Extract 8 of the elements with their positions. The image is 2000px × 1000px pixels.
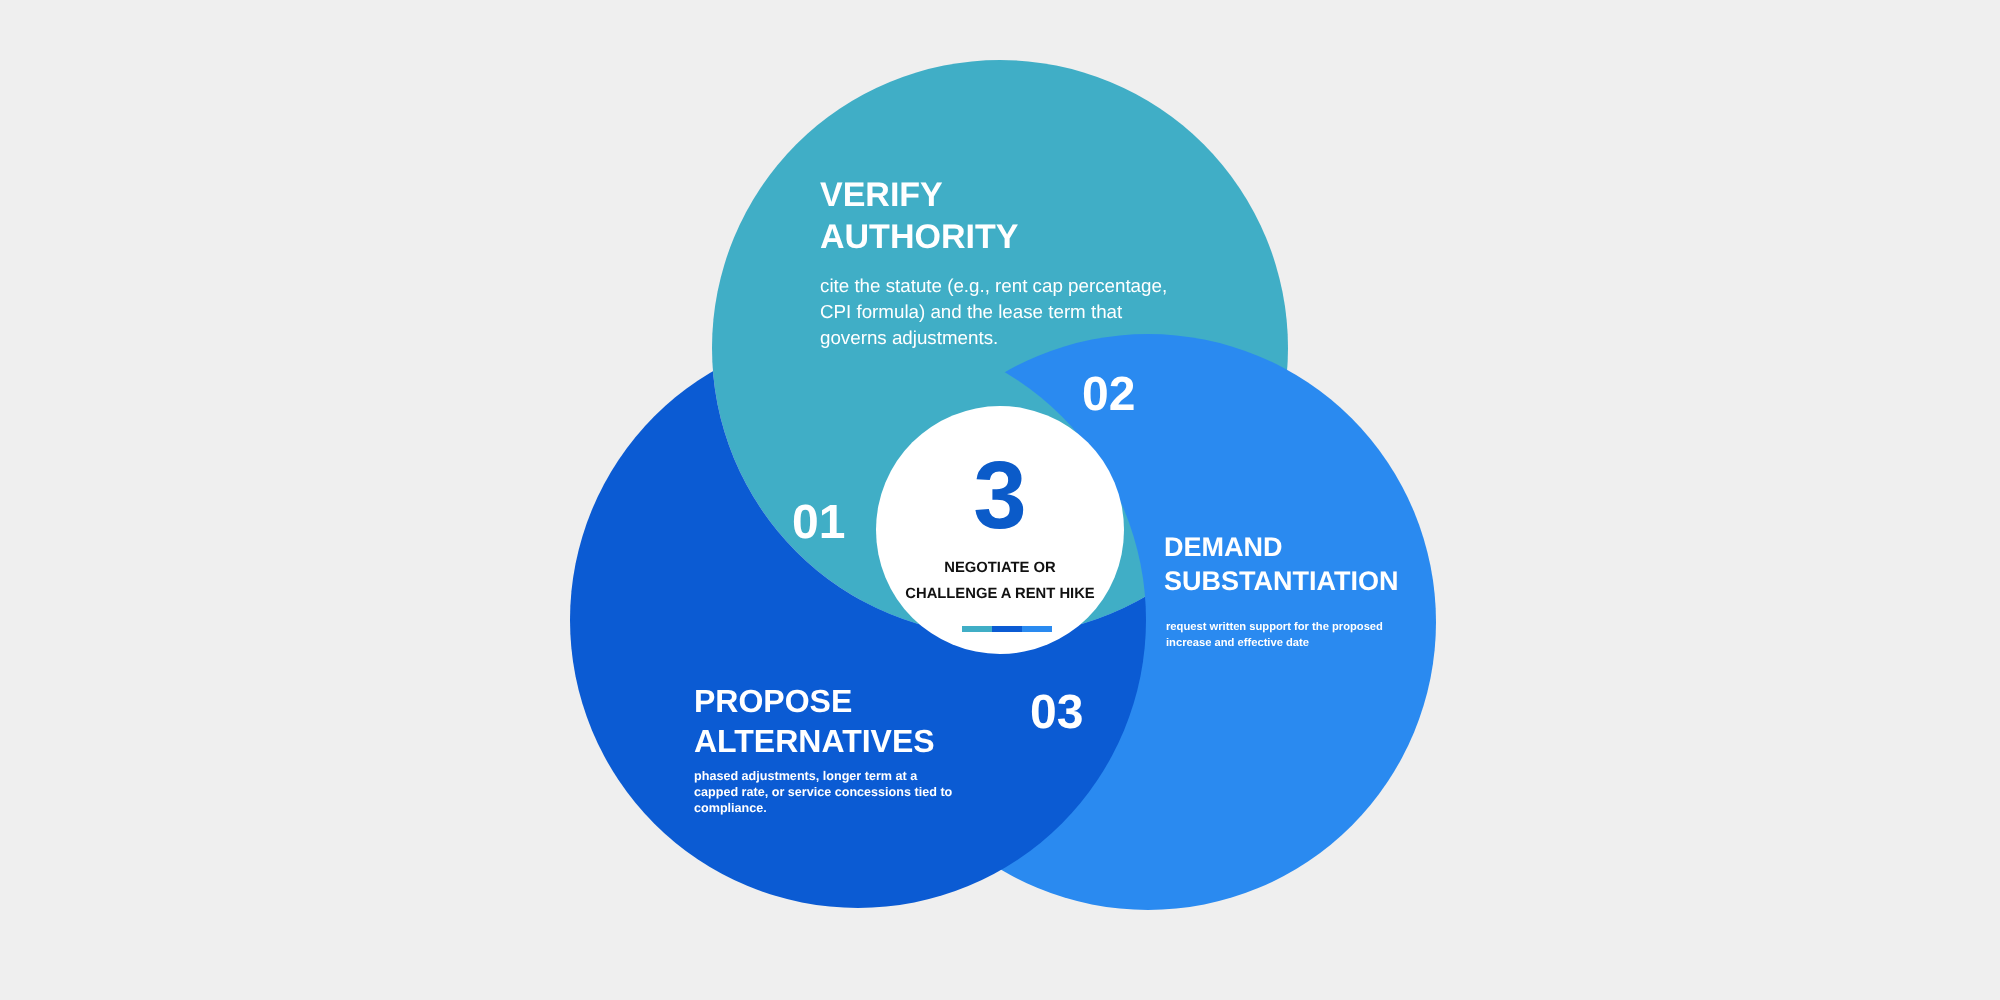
center-number: 3 — [971, 444, 1029, 552]
step-number: 02 — [1082, 368, 1138, 424]
step-heading: DEMAND SUBSTANTIATION — [1164, 530, 1401, 598]
step-number: 03 — [1030, 686, 1086, 742]
step-heading: VERIFY AUTHORITY — [820, 174, 1021, 258]
step-number: 01 — [792, 496, 848, 552]
step-description: cite the statute (e.g., rent cap percentage, CPI formula) and the lease term that governs adjustments. — [820, 272, 1170, 350]
step-heading: PROPOSE ALTERNATIVES — [694, 684, 937, 764]
